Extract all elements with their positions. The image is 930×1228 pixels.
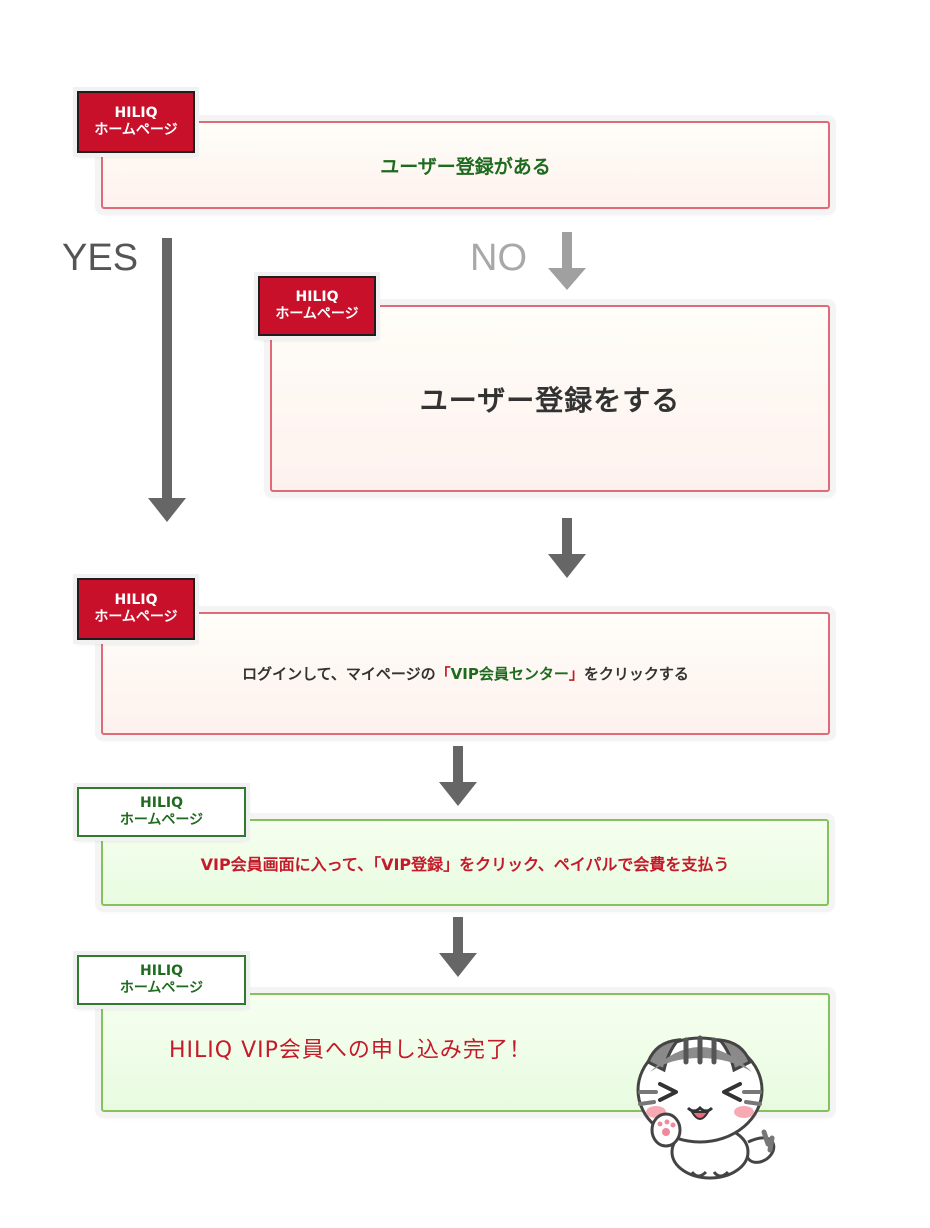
tag-line2: ホームページ <box>119 812 204 828</box>
tag-line2: ホームページ <box>94 122 178 138</box>
tag-line1: HILIQ <box>114 105 158 121</box>
tag-line2: ホームページ <box>94 609 178 625</box>
cat-mascot-icon <box>636 1035 776 1180</box>
step-box-register: ユーザー登録をする <box>270 305 830 492</box>
tag-line2: ホームページ <box>119 980 204 996</box>
step-text: ユーザー登録をする <box>419 383 681 417</box>
vip-center-highlight: VIP会員センター <box>450 665 569 683</box>
no-arrow-icon <box>548 232 586 290</box>
step-box-login: ログインして、マイページの「VIP会員センター」をクリックする <box>101 612 830 735</box>
tag-line1: HILIQ <box>140 795 183 811</box>
step-box-vip-payment: VIP会員画面に入って、「VIP登録」をクリック、ペイパルで会費を支払う <box>101 819 829 906</box>
tag-line1: HILIQ <box>140 963 183 979</box>
step-text: ユーザー登録がある <box>380 155 551 178</box>
down-arrow-icon <box>439 917 477 977</box>
step-text: HILIQ VIP会員への申し込み完了！ <box>169 1037 532 1063</box>
step-text: VIP会員画面に入って、「VIP登録」をクリック、ペイパルで会費を支払う <box>200 854 730 874</box>
yes-label: YES <box>62 237 139 279</box>
bracket-open: 「 <box>435 665 451 683</box>
bracket-close: 」 <box>568 665 584 683</box>
hiliq-tag: HILIQ ホームページ <box>77 91 195 153</box>
tag-line1: HILIQ <box>295 289 339 305</box>
step-text-before: ログインして、マイページの <box>242 665 436 683</box>
step-box-user-registered: ユーザー登録がある <box>101 121 830 209</box>
tag-line2: ホームページ <box>275 306 359 322</box>
hiliq-tag: HILIQ ホームページ <box>77 578 195 640</box>
down-arrow-icon <box>439 746 477 806</box>
hiliq-tag: HILIQ ホームページ <box>258 276 376 336</box>
step-text: ログインして、マイページの「VIP会員センター」をクリックする <box>242 663 689 684</box>
hiliq-tag: HILIQ ホームページ <box>77 955 246 1005</box>
down-arrow-icon <box>548 518 586 578</box>
step-text-after: をクリックする <box>583 665 689 683</box>
no-label: NO <box>470 237 527 279</box>
hiliq-tag: HILIQ ホームページ <box>77 787 246 837</box>
tag-line1: HILIQ <box>114 592 158 608</box>
yes-arrow-icon <box>148 238 186 522</box>
